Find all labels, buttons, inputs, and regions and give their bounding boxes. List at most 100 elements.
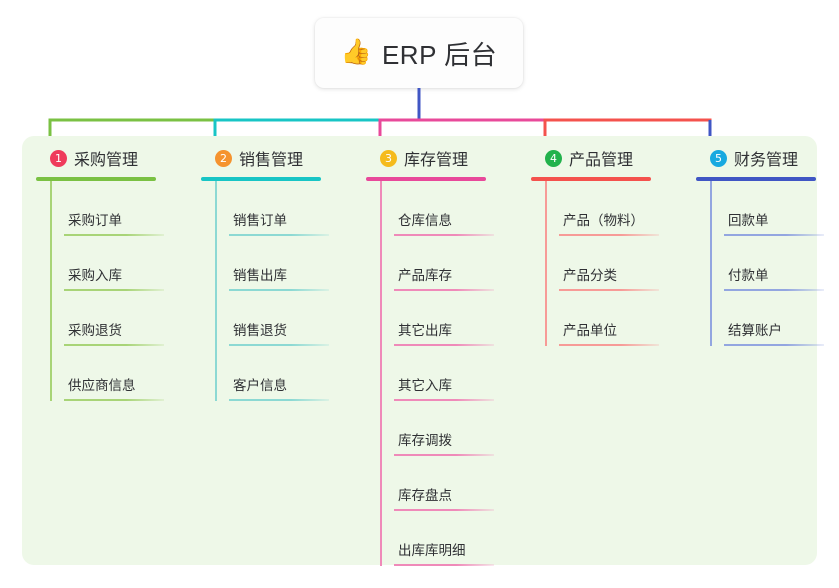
list-item[interactable]: 库存盘点 — [380, 456, 516, 511]
list-item[interactable]: 结算账户 — [710, 291, 839, 346]
column-rule-5 — [696, 177, 816, 181]
column-1: 1 采购管理采购订单采购入库采购退货供应商信息 — [36, 146, 186, 401]
list-item-label: 采购退货 — [68, 323, 122, 338]
list-item[interactable]: 销售出库 — [215, 236, 351, 291]
column-rule-2 — [201, 177, 321, 181]
list-item-label: 产品（物料） — [563, 213, 644, 228]
list-item[interactable]: 采购订单 — [50, 181, 186, 236]
column-2: 2 销售管理销售订单销售出库销售退货客户信息 — [201, 146, 351, 401]
list-item-rule — [64, 399, 164, 401]
column-items-2: 销售订单销售出库销售退货客户信息 — [201, 181, 351, 401]
column-items-5: 回款单付款单结算账户 — [696, 181, 839, 346]
list-item-label: 仓库信息 — [398, 213, 452, 228]
list-item[interactable]: 回款单 — [710, 181, 839, 236]
list-item-rule — [394, 234, 494, 236]
column-rule-3 — [366, 177, 486, 181]
list-item-rule — [64, 344, 164, 346]
list-item[interactable]: 产品库存 — [380, 236, 516, 291]
thumbs-up-icon: 👍 — [340, 37, 372, 66]
column-title-1: 采购管理 — [74, 152, 139, 169]
list-item-rule — [394, 509, 494, 511]
list-item-label: 回款单 — [728, 213, 769, 228]
list-item-label: 产品库存 — [398, 268, 452, 283]
list-item-label: 销售出库 — [233, 268, 287, 283]
list-item[interactable]: 供应商信息 — [50, 346, 186, 401]
list-item[interactable]: 产品分类 — [545, 236, 681, 291]
list-item[interactable]: 付款单 — [710, 236, 839, 291]
list-item-label: 付款单 — [728, 268, 769, 283]
list-item-rule — [559, 234, 659, 236]
list-item-label: 供应商信息 — [68, 378, 136, 393]
column-header-3[interactable]: 3 库存管理 — [366, 146, 516, 170]
column-3: 3 库存管理仓库信息产品库存其它出库其它入库库存调拨库存盘点出库库明细 — [366, 146, 516, 566]
list-item-label: 产品分类 — [563, 268, 617, 283]
list-item-rule — [724, 234, 824, 236]
list-item-label: 库存调拨 — [398, 433, 452, 448]
list-item-rule — [724, 289, 824, 291]
column-title-3: 库存管理 — [404, 152, 469, 169]
list-item[interactable]: 采购退货 — [50, 291, 186, 346]
root-title: ERP 后台 — [381, 39, 498, 70]
list-item-label: 出库库明细 — [398, 543, 466, 558]
list-item-rule — [394, 399, 494, 401]
list-item[interactable]: 其它入库 — [380, 346, 516, 401]
list-item-rule — [394, 289, 494, 291]
list-item-rule — [229, 289, 329, 291]
column-badge-4: 4 — [545, 149, 562, 167]
column-4: 4 产品管理产品（物料） 产品分类产品单位 — [531, 146, 681, 346]
list-item-rule — [229, 399, 329, 401]
list-item-label: 销售退货 — [233, 323, 287, 338]
column-rule-1 — [36, 177, 156, 181]
list-item[interactable]: 产品（物料） — [545, 181, 681, 236]
list-item-rule — [394, 454, 494, 456]
column-spine-1 — [50, 181, 52, 401]
column-items-3: 仓库信息产品库存其它出库其它入库库存调拨库存盘点出库库明细 — [366, 181, 516, 566]
column-badge-2: 2 — [215, 149, 232, 167]
column-header-2[interactable]: 2 销售管理 — [201, 146, 351, 170]
column-header-1[interactable]: 1 采购管理 — [36, 146, 186, 170]
list-item[interactable]: 库存调拨 — [380, 401, 516, 456]
list-item[interactable]: 客户信息 — [215, 346, 351, 401]
diagram-panel — [22, 136, 817, 565]
list-item[interactable]: 销售订单 — [215, 181, 351, 236]
list-item-label: 其它入库 — [398, 378, 452, 393]
list-item-label: 其它出库 — [398, 323, 452, 338]
column-badge-5: 5 — [710, 149, 727, 167]
list-item[interactable]: 出库库明细 — [380, 511, 516, 566]
column-spine-5 — [710, 181, 712, 346]
list-item[interactable]: 仓库信息 — [380, 181, 516, 236]
column-header-4[interactable]: 4 产品管理 — [531, 146, 681, 170]
list-item-label: 客户信息 — [233, 378, 287, 393]
list-item[interactable]: 产品单位 — [545, 291, 681, 346]
list-item-rule — [559, 344, 659, 346]
list-item-rule — [64, 234, 164, 236]
column-items-1: 采购订单采购入库采购退货供应商信息 — [36, 181, 186, 401]
list-item[interactable]: 销售退货 — [215, 291, 351, 346]
column-title-4: 产品管理 — [569, 152, 634, 169]
column-spine-2 — [215, 181, 217, 401]
column-5: 5 财务管理回款单付款单结算账户 — [696, 146, 839, 346]
list-item-label: 产品单位 — [563, 323, 617, 338]
column-rule-4 — [531, 177, 651, 181]
column-spine-4 — [545, 181, 547, 346]
list-item-rule — [394, 344, 494, 346]
column-badge-1: 1 — [50, 149, 67, 167]
column-title-5: 财务管理 — [734, 152, 799, 169]
list-item-rule — [64, 289, 164, 291]
list-item-label: 销售订单 — [233, 213, 287, 228]
list-item-label: 采购订单 — [68, 213, 122, 228]
list-item-rule — [229, 234, 329, 236]
column-spine-3 — [380, 181, 382, 566]
column-title-2: 销售管理 — [239, 152, 304, 169]
list-item[interactable]: 采购入库 — [50, 236, 186, 291]
list-item[interactable]: 其它出库 — [380, 291, 516, 346]
list-item-label: 采购入库 — [68, 268, 122, 283]
column-header-5[interactable]: 5 财务管理 — [696, 146, 839, 170]
list-item-rule — [394, 564, 494, 566]
list-item-label: 结算账户 — [728, 323, 782, 338]
list-item-rule — [559, 289, 659, 291]
list-item-label: 库存盘点 — [398, 488, 452, 503]
column-items-4: 产品（物料） 产品分类产品单位 — [531, 181, 681, 346]
root-node[interactable]: 👍 ERP 后台 — [315, 18, 523, 88]
column-badge-3: 3 — [380, 149, 397, 167]
